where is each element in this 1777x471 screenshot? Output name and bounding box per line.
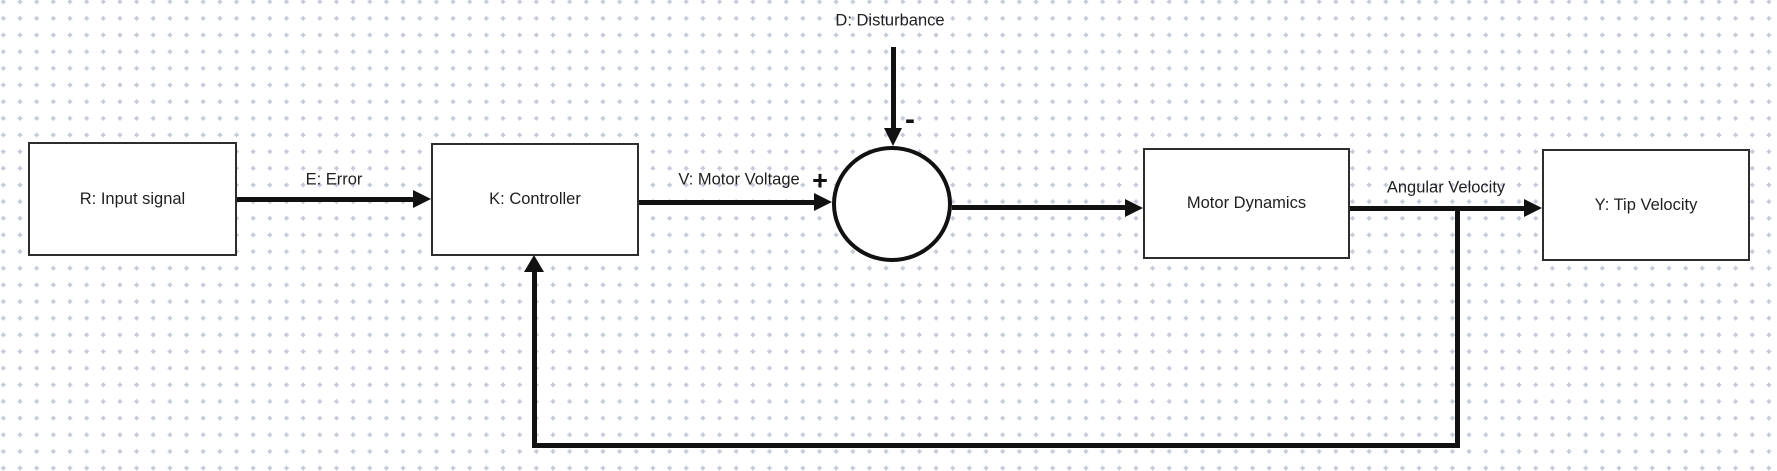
block-controller-label: K: Controller: [489, 190, 581, 208]
label-angular-velocity[interactable]: Angular Velocity: [1386, 178, 1506, 197]
block-input-signal[interactable]: R: Input signal: [28, 142, 237, 256]
connector-disturbance-to-junction: [891, 47, 896, 131]
label-disturbance[interactable]: D: Disturbance: [835, 11, 945, 30]
label-error[interactable]: E: Error: [305, 170, 363, 189]
feedback-line-vertical-right: [1455, 208, 1460, 448]
connector-motor-to-output: [1350, 206, 1526, 211]
block-motor-dynamics[interactable]: Motor Dynamics: [1143, 148, 1350, 259]
block-input-signal-label: R: Input signal: [79, 189, 186, 208]
minus-sign: -: [905, 103, 915, 136]
block-tip-velocity-label: Y: Tip Velocity: [1594, 195, 1698, 214]
label-motor-voltage[interactable]: V: Motor Voltage: [678, 170, 800, 189]
block-controller[interactable]: K: Controller: [431, 143, 639, 256]
arrowhead-into-motor: [1125, 199, 1143, 217]
block-motor-dynamics-label: Motor Dynamics: [1186, 194, 1307, 212]
feedback-line-vertical-left: [532, 271, 537, 447]
block-tip-velocity[interactable]: Y: Tip Velocity: [1542, 149, 1750, 261]
arrowhead-into-output: [1524, 199, 1542, 217]
feedback-line-bottom: [532, 443, 1459, 448]
summing-junction-circle[interactable]: [832, 146, 952, 262]
arrowhead-disturbance: [884, 128, 902, 146]
arrowhead-into-junction: [814, 193, 832, 211]
plus-sign: +: [812, 165, 828, 196]
connector-junction-to-motor: [952, 205, 1127, 210]
connector-controller-to-junction: [639, 200, 816, 205]
arrowhead-feedback: [524, 255, 544, 272]
arrowhead-into-controller: [413, 190, 431, 208]
connector-input-to-controller: [237, 197, 415, 202]
